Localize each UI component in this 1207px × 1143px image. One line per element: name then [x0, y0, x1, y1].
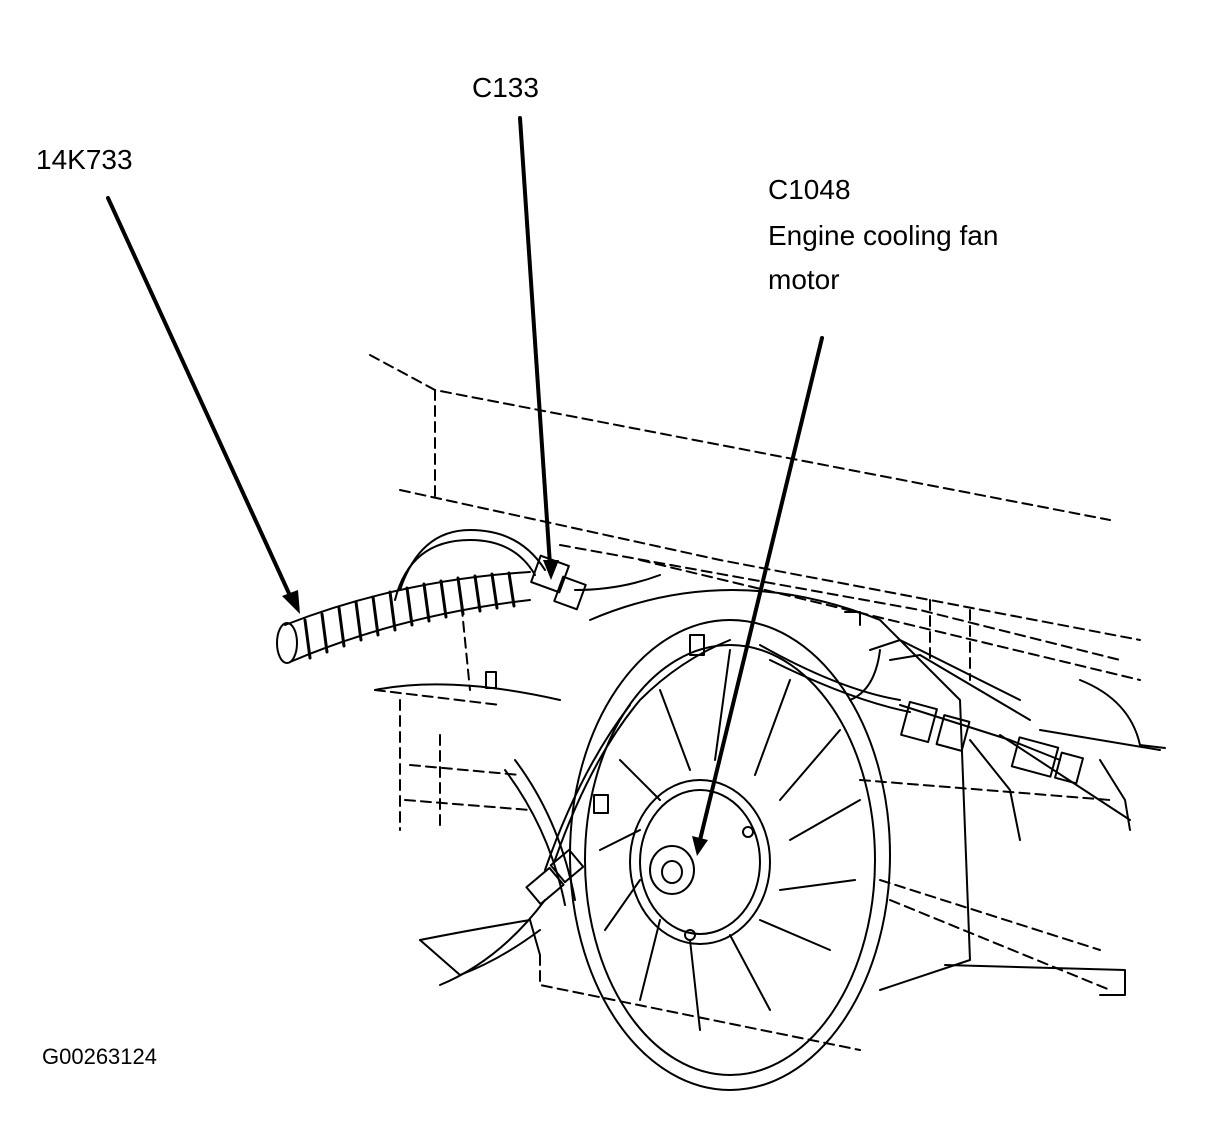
callout-label-fan-motor-line2: motor: [768, 264, 840, 295]
connector-c1048: [525, 700, 1084, 906]
leader-arrow-14k733: [106, 196, 300, 614]
callout-label-c1048: C1048: [768, 174, 851, 205]
fan-motor: [629, 779, 771, 945]
leader-arrow-c1048: [692, 336, 824, 856]
callout-label-fan-motor-line1: Engine cooling fan: [768, 220, 999, 251]
body-panel-outline: [369, 354, 1141, 1051]
figure-id: G00263124: [42, 1044, 157, 1069]
radiator-support-outline: [374, 639, 1166, 996]
wiring-harness: [394, 529, 1061, 986]
callout-label-14k733: 14K733: [36, 144, 133, 175]
corrugated-hose: [276, 571, 531, 664]
callout-label-c133: C133: [472, 72, 539, 103]
clips: [485, 611, 861, 814]
connector-c133: [530, 554, 587, 611]
fan-blades: [599, 649, 861, 1031]
fan-shroud: [569, 589, 971, 1091]
leader-arrow-c133: [518, 116, 559, 580]
